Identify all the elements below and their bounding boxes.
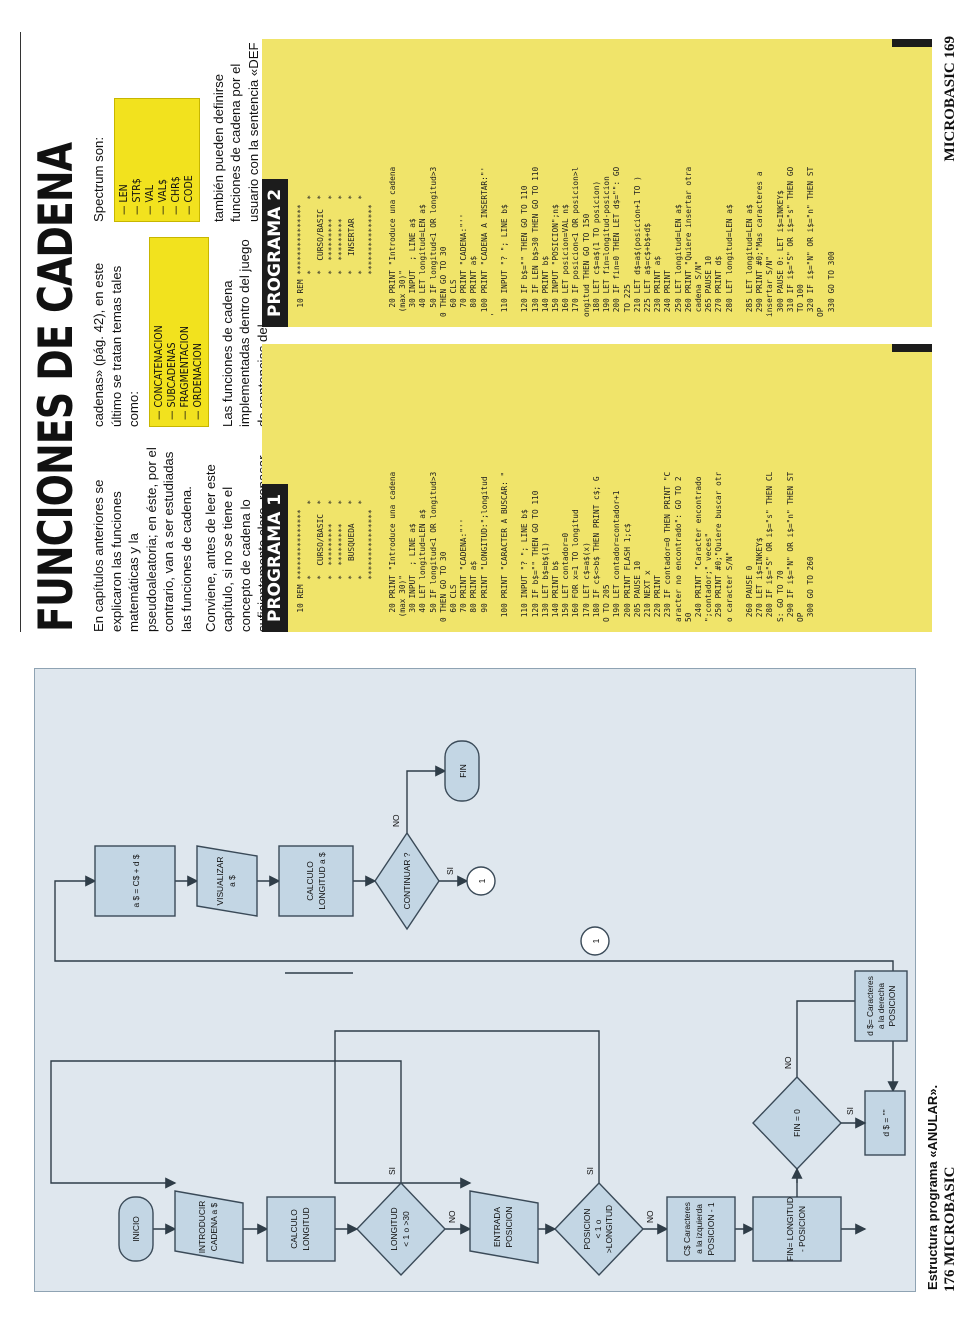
continuar-si-label: SI xyxy=(445,867,455,875)
connector-circle-end xyxy=(466,866,496,896)
programa-1-corner xyxy=(892,344,932,352)
col3-paragraph-1: Spectrum son: xyxy=(91,136,106,222)
entrada-posicion-2: POSICION xyxy=(504,1207,514,1248)
col2-paragraph-1: cadenas» (pág. 42), en este último se tr… xyxy=(91,262,142,427)
visualizar-io xyxy=(196,845,258,917)
continuar-label: CONTINUAR ? xyxy=(402,852,412,909)
top-rule xyxy=(20,32,21,632)
column-3: Spectrum son: — LEN — STR$ — VAL — VAL$ … xyxy=(90,32,286,222)
posicion-no-label: NO xyxy=(645,1210,655,1223)
programa-1-label: PROGRAMA 1 xyxy=(262,483,288,632)
connector-end-label: 1 xyxy=(477,878,487,883)
col2-list-item: — FRAGMENTACION xyxy=(178,326,191,420)
introducir-io xyxy=(174,1190,244,1264)
fin-terminal xyxy=(444,740,480,802)
longitud-si-label: SI xyxy=(387,1167,397,1175)
continuar-decision xyxy=(374,831,440,931)
flowchart-panel: INICIO INTRODUCIR CADENA a $ CALCULO LON… xyxy=(34,668,916,1292)
longitud-decision xyxy=(356,1181,446,1277)
programa-2-corner xyxy=(892,39,932,47)
col3-list-item: — VAL$ xyxy=(156,179,169,215)
col2-list-item: — SUBCADENAS xyxy=(165,342,178,420)
calculo-longitud-2: LONGITUD xyxy=(301,1207,311,1250)
column-2: cadenas» (pág. 42), en este último se tr… xyxy=(90,237,278,427)
connector-circle xyxy=(580,926,610,956)
d-derecha-2: a la derecha xyxy=(876,983,886,1029)
calculo-a-1: CALCULO xyxy=(305,861,315,901)
fin-si-label: SI xyxy=(845,1107,855,1115)
longitud-decision-1: LONGITUD xyxy=(389,1207,399,1250)
calculo-a-process xyxy=(278,845,354,917)
introducir-label-2: CADENA a $ xyxy=(209,1202,219,1251)
fin-no-label: NO xyxy=(783,1056,793,1069)
d-vacio-label: d $ = "" xyxy=(881,1109,891,1136)
longitud-decision-2: < 1 o >30 xyxy=(401,1211,411,1247)
posicion-decision-1: POSICION xyxy=(582,1209,592,1250)
calculo-a-2: LONGITUD a $ xyxy=(317,852,327,910)
posicion-decision-3: >LONGITUD xyxy=(604,1205,614,1253)
continuar-no-label: NO xyxy=(391,814,401,827)
figure-caption: Estructura programa «ANULAR». xyxy=(925,1084,940,1290)
calculo-longitud-process xyxy=(266,1196,336,1262)
d-derecha-3: POSICION xyxy=(887,986,897,1027)
programa-2-label: PROGRAMA 2 xyxy=(262,178,288,327)
fin-calc-2: - POSICION xyxy=(797,1206,807,1252)
programa-1-code: 10 REM *************** * * * CURSO/BASIC… xyxy=(296,471,816,622)
col2-list-item: — CONCATENACION xyxy=(152,325,165,420)
a-concat-label: a $ = C$ + d $ xyxy=(131,854,141,907)
longitud-no-label: NO xyxy=(447,1210,457,1223)
article-title: FUNCIONES DE CADENA xyxy=(28,142,83,632)
c-izquierda-1: C$ Caracteres xyxy=(682,1202,692,1256)
fin-calc-1: FIN= LONGITUD xyxy=(785,1197,795,1261)
connector-label: 1 xyxy=(591,938,601,943)
posicion-decision-2: < 1 o xyxy=(593,1219,603,1238)
c-izquierda-process xyxy=(666,1196,736,1262)
inicio-terminal xyxy=(118,1196,154,1262)
posicion-decision xyxy=(554,1181,644,1277)
col2-list-item: — ORDENACION xyxy=(191,343,204,420)
entrada-posicion-1: ENTRADA xyxy=(492,1207,502,1247)
visualizar-1: VISUALIZAR xyxy=(215,857,225,906)
d-derecha-1: d $= Caracteres xyxy=(865,976,875,1036)
entrada-posicion-io xyxy=(469,1190,539,1264)
programa-2-box: PROGRAMA 2 10 REM *************** * * * … xyxy=(262,39,932,327)
folio-left: 176 MICROBASIC xyxy=(942,1166,958,1292)
col3-list-item: — CHR$ xyxy=(169,176,182,215)
programa-2-code: 10 REM *************** * * * CURSO/BASIC… xyxy=(296,166,836,317)
posicion-si-label: SI xyxy=(585,1167,595,1175)
introducir-label-1: INTRODUCIR xyxy=(197,1201,207,1254)
col3-list-item: — STR$ xyxy=(130,178,143,215)
d-derecha-process xyxy=(854,970,908,1042)
fin-terminal-label: FIN xyxy=(458,764,468,778)
folio-right: MICROBASIC 169 xyxy=(942,36,958,162)
fin-decision-label: FIN = 0 xyxy=(792,1109,802,1137)
c-izquierda-3: POSICION - 1 xyxy=(706,1202,716,1255)
visualizar-2: a $ xyxy=(227,875,237,887)
col1-paragraph-1: En capítulos anteriores se explicaron la… xyxy=(91,447,194,632)
col3-list-item: — VAL xyxy=(143,185,156,215)
col3-list-item: — CODE xyxy=(182,175,195,215)
calculo-longitud-1: CALCULO xyxy=(289,1209,299,1249)
programa-1-box: PROGRAMA 1 10 REM *************** * * * … xyxy=(262,344,932,632)
inicio-label: INICIO xyxy=(131,1216,141,1242)
col3-list-item: — LEN xyxy=(117,184,130,215)
col3-highlight-list: — LEN — STR$ — VAL — VAL$ — CHR$ — CODE xyxy=(113,98,200,222)
a-concat-process xyxy=(94,845,176,917)
c-izquierda-2: a la izquierda xyxy=(694,1204,704,1254)
col2-highlight-list: — CONCATENACION — SUBCADENAS — FRAGMENTA… xyxy=(148,237,209,427)
